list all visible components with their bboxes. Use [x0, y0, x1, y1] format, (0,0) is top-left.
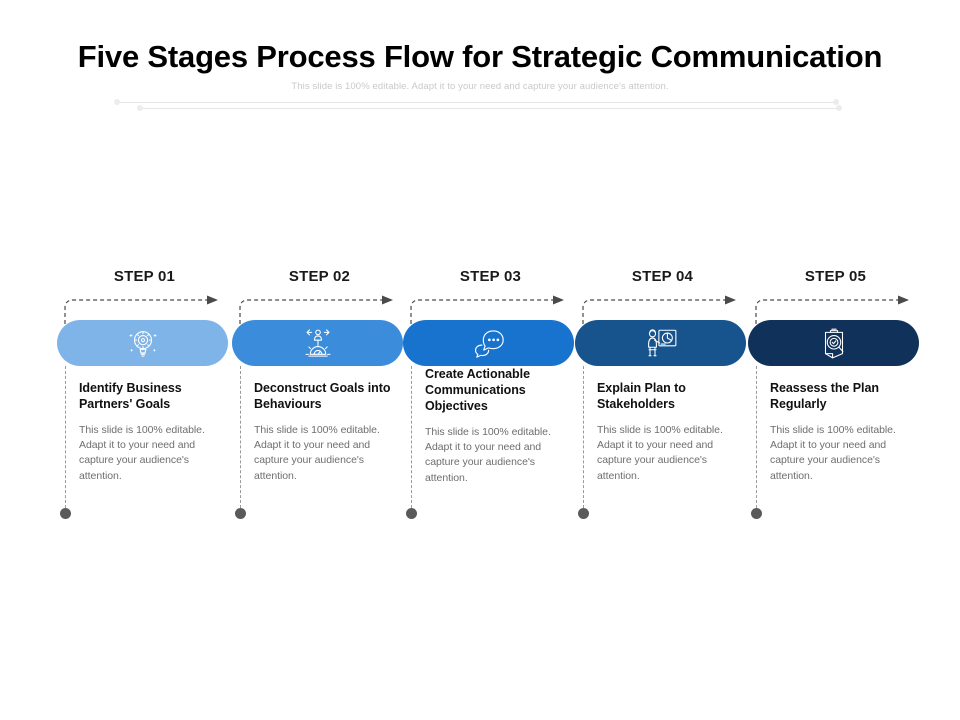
divider-dot-icon — [836, 105, 842, 111]
step-vertical-line-1 — [65, 366, 67, 508]
step-endpoint-dot-3 — [406, 508, 417, 519]
step-connector-arrow-1 — [57, 294, 242, 324]
clipboard-magnifier-check-icon — [817, 326, 851, 360]
step-label-4: STEP 04 — [631, 268, 694, 285]
process-flow-steps: STEP 01 — [0, 262, 960, 562]
step-endpoint-dot-4 — [578, 508, 589, 519]
divider-dot-icon — [833, 99, 839, 105]
page-title: Five Stages Process Flow for Strategic C… — [77, 39, 883, 74]
step-heading-2: Deconstruct Goals into Behaviours — [254, 381, 391, 411]
step-text-block-4: Explain Plan to Stakeholders This slide … — [597, 380, 743, 484]
step-heading-3: Create Actionable Communications Objecti… — [425, 367, 530, 413]
step-description-1: This slide is 100% editable. Adapt it to… — [79, 424, 205, 482]
step-connector-arrow-3 — [403, 294, 588, 324]
step-pill-5[interactable] — [748, 320, 919, 366]
step-heading-4: Explain Plan to Stakeholders — [597, 381, 686, 411]
step-connector-arrow-5 — [748, 294, 933, 324]
step-connector-arrow-4 — [575, 294, 760, 324]
step-description-3: This slide is 100% editable. Adapt it to… — [425, 426, 551, 484]
step-label-2: STEP 02 — [288, 268, 351, 285]
step-heading-5: Reassess the Plan Regularly — [770, 381, 879, 411]
step-pill-1[interactable] — [57, 320, 228, 366]
divider-dot-icon — [137, 105, 143, 111]
person-arrows-gear-icon — [301, 326, 335, 360]
presenter-chart-board-icon — [644, 326, 678, 360]
step-pill-3[interactable] — [403, 320, 574, 366]
divider-line-top — [118, 102, 838, 103]
step-pill-4[interactable] — [575, 320, 746, 366]
step-vertical-line-3 — [411, 366, 413, 508]
step-heading-1: Identify Business Partners' Goals — [79, 381, 182, 411]
step-text-block-3: Create Actionable Communications Objecti… — [425, 366, 571, 486]
step-description-2: This slide is 100% editable. Adapt it to… — [254, 424, 380, 482]
step-pill-2[interactable] — [232, 320, 403, 366]
step-endpoint-dot-1 — [60, 508, 71, 519]
speech-bubbles-icon — [472, 326, 506, 360]
step-endpoint-dot-2 — [235, 508, 246, 519]
step-label-1: STEP 01 — [113, 268, 176, 285]
step-vertical-line-4 — [583, 366, 585, 508]
step-label-3: STEP 03 — [459, 268, 522, 285]
step-connector-arrow-2 — [232, 294, 417, 324]
step-label-5: STEP 05 — [804, 268, 867, 285]
step-vertical-line-2 — [240, 366, 242, 508]
slide-subtitle: This slide is 100% editable. Adapt it to… — [291, 81, 669, 93]
slide-header: Five Stages Process Flow for Strategic C… — [0, 39, 960, 93]
step-description-4: This slide is 100% editable. Adapt it to… — [597, 424, 723, 482]
step-vertical-line-5 — [756, 366, 758, 508]
step-text-block-1: Identify Business Partners' Goals This s… — [79, 380, 225, 484]
step-endpoint-dot-5 — [751, 508, 762, 519]
step-text-block-5: Reassess the Plan Regularly This slide i… — [770, 380, 916, 484]
step-text-block-2: Deconstruct Goals into Behaviours This s… — [254, 380, 400, 484]
divider-dot-icon — [114, 99, 120, 105]
header-divider — [0, 98, 960, 116]
lightbulb-gear-icon — [126, 326, 160, 360]
step-description-5: This slide is 100% editable. Adapt it to… — [770, 424, 896, 482]
divider-line-bottom — [140, 108, 840, 109]
